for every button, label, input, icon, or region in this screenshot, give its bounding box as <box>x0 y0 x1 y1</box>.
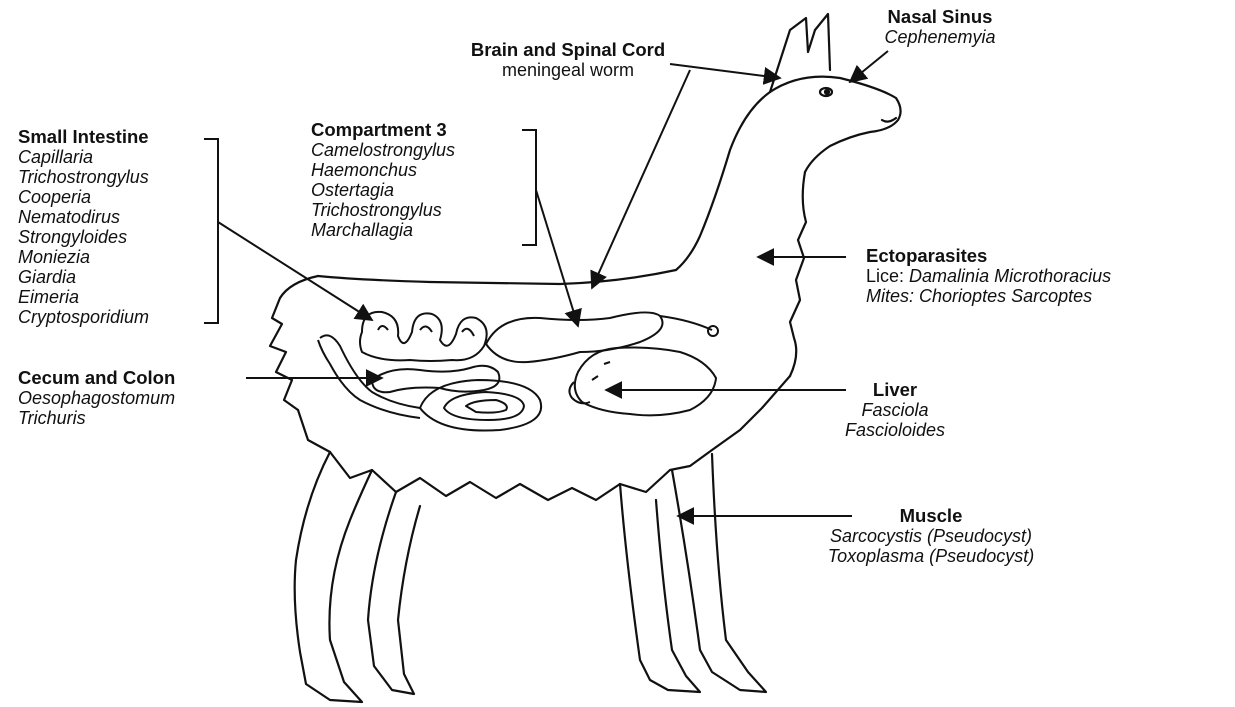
brain-subtitle: meningeal worm <box>430 60 706 80</box>
list-item: Cryptosporidium <box>18 307 149 327</box>
label-cecum-colon: Cecum and Colon Oesophagostomum Trichuri… <box>18 368 175 428</box>
list-item: Sarcocystis (Pseudocyst) <box>778 526 1084 546</box>
list-item: Ostertagia <box>311 180 455 200</box>
list-item: Marchallagia <box>311 220 455 240</box>
ectoparasites-title: Ectoparasites <box>866 246 1111 266</box>
mites-species: Chorioptes Sarcoptes <box>919 286 1092 306</box>
brain-title: Brain and Spinal Cord <box>430 40 706 60</box>
liver-title: Liver <box>820 380 970 400</box>
list-item: Trichostrongylus <box>18 167 149 187</box>
nasal-sinus-parasite: Cephenemyia <box>864 27 1016 47</box>
list-item: Cooperia <box>18 187 149 207</box>
small-intestine-title: Small Intestine <box>18 127 149 147</box>
llama-outline <box>270 14 901 702</box>
list-item: Giardia <box>18 267 149 287</box>
label-nasal-sinus: Nasal Sinus Cephenemyia <box>864 7 1016 47</box>
list-item: Moniezia <box>18 247 149 267</box>
cecum-colon-title: Cecum and Colon <box>18 368 175 388</box>
muscle-title: Muscle <box>778 506 1084 526</box>
lice-line: Lice: Damalinia Microthoracius <box>866 266 1111 286</box>
list-item: Haemonchus <box>311 160 455 180</box>
compartment-3-title: Compartment 3 <box>311 120 455 140</box>
label-brain-spinal-cord: Brain and Spinal Cord meningeal worm <box>430 40 706 80</box>
list-item: Capillaria <box>18 147 149 167</box>
list-item: Eimeria <box>18 287 149 307</box>
lice-prefix: Lice: <box>866 266 904 286</box>
lice-species: Damalinia Microthoracius <box>909 266 1111 286</box>
list-item: Nematodirus <box>18 207 149 227</box>
mites-line: Mites: Chorioptes Sarcoptes <box>866 286 1111 306</box>
nasal-sinus-title: Nasal Sinus <box>864 7 1016 27</box>
list-item: Camelostrongylus <box>311 140 455 160</box>
list-item: Toxoplasma (Pseudocyst) <box>778 546 1084 566</box>
label-small-intestine: Small Intestine Capillaria Trichostrongy… <box>18 127 149 327</box>
list-item: Oesophagostomum <box>18 388 175 408</box>
label-muscle: Muscle Sarcocystis (Pseudocyst) Toxoplas… <box>778 506 1084 566</box>
organs-outline <box>318 312 718 431</box>
label-compartment-3: Compartment 3 Camelostrongylus Haemonchu… <box>311 120 455 240</box>
list-item: Trichuris <box>18 408 175 428</box>
list-item: Trichostrongylus <box>311 200 455 220</box>
mites-prefix: Mites: <box>866 286 914 306</box>
label-ectoparasites: Ectoparasites Lice: Damalinia Microthora… <box>866 246 1111 306</box>
list-item: Strongyloides <box>18 227 149 247</box>
label-liver: Liver Fasciola Fascioloides <box>820 380 970 440</box>
list-item: Fasciola <box>820 400 970 420</box>
list-item: Fascioloides <box>820 420 970 440</box>
